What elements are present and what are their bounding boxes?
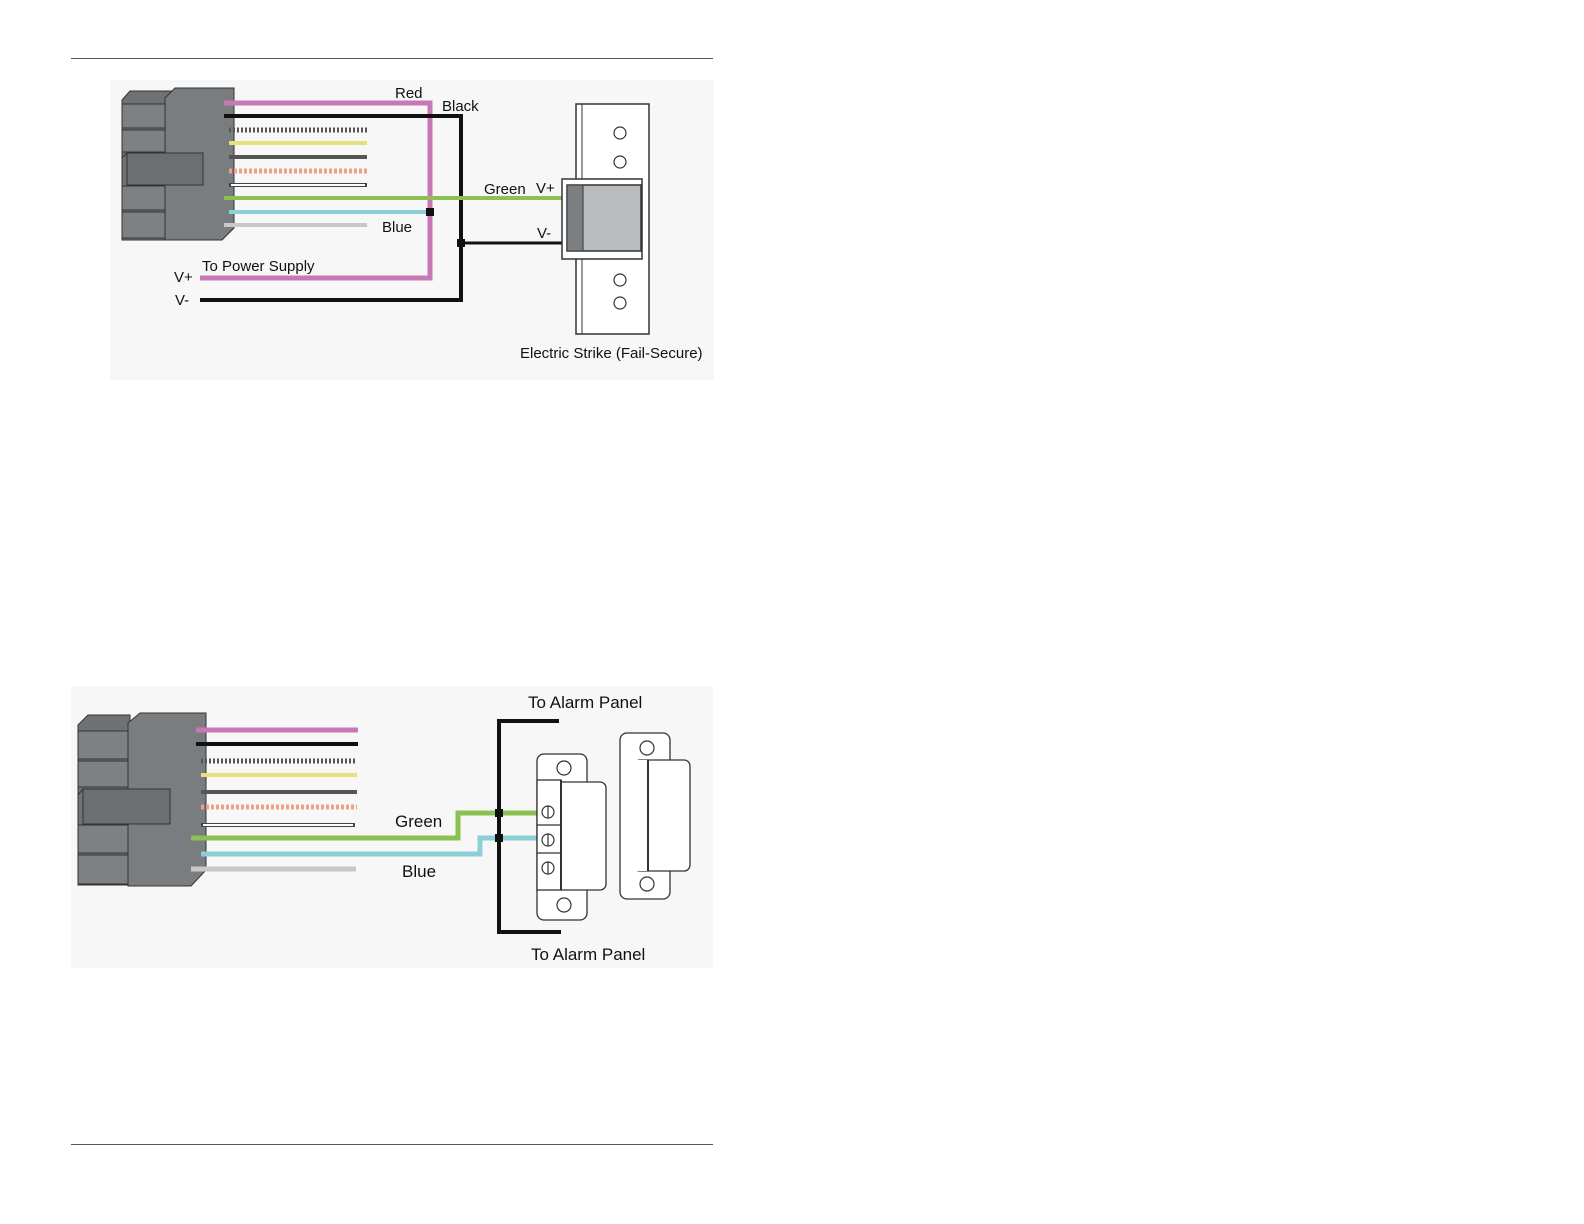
reader-connector: [78, 713, 206, 886]
to-power-supply-label: To Power Supply: [202, 258, 315, 275]
strike-v-plus-label: V+: [536, 180, 555, 197]
green-label: Green: [484, 181, 526, 198]
splice-node: [495, 809, 503, 817]
alarm-contact-wiring-diagram: To Alarm Panel To Alarm Panel Green Blue: [71, 686, 713, 968]
supply-v-plus-label: V+: [174, 269, 193, 286]
strike-v-minus-label: V-: [537, 225, 551, 242]
splice-node: [457, 239, 465, 247]
reader-connector: [122, 88, 234, 240]
splice-node: [426, 208, 434, 216]
blue-label: Blue: [382, 219, 412, 236]
to-alarm-panel-top-label: To Alarm Panel: [528, 693, 642, 712]
blue-label: Blue: [402, 862, 436, 881]
to-alarm-panel-bottom-label: To Alarm Panel: [531, 945, 645, 964]
supply-v-minus-label: V-: [175, 292, 189, 309]
red-label: Red: [395, 85, 423, 102]
electric-strike-wiring-diagram: Red Black Green V+ V- Blue To Power Supp…: [110, 80, 714, 380]
strike-caption: Electric Strike (Fail-Secure): [520, 345, 703, 362]
black-label: Black: [442, 98, 479, 115]
green-label: Green: [395, 812, 442, 831]
splice-node: [495, 834, 503, 842]
